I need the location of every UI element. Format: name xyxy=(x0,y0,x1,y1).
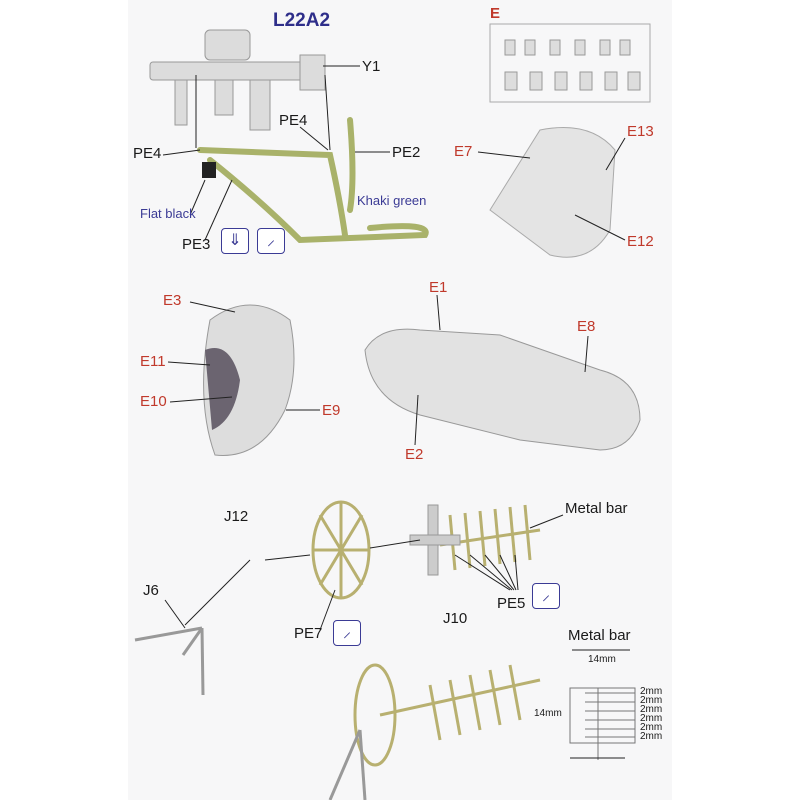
sling-drawing xyxy=(197,117,429,244)
metal-bar-diagram xyxy=(569,649,636,760)
spacing: 2mm xyxy=(640,731,663,742)
label-metal-bar: Metal bar xyxy=(565,500,628,517)
label-e12: E12 xyxy=(627,233,654,250)
label-pe4-left: PE4 xyxy=(133,145,162,162)
label-j6: J6 xyxy=(143,582,159,599)
label-e3: E3 xyxy=(163,292,182,309)
spacing: 2mm xyxy=(640,686,663,697)
label-pe5: PE5 xyxy=(497,595,526,612)
label-j12: J12 xyxy=(224,508,249,525)
dish-antenna xyxy=(311,500,371,600)
label-e8: E8 xyxy=(577,318,596,335)
glue-icon: ⸝ xyxy=(333,620,361,646)
metal-bar-width: 14mm xyxy=(588,654,616,665)
sprue-label: E xyxy=(490,5,501,22)
label-e2: E2 xyxy=(405,446,424,463)
label-e1: E1 xyxy=(429,279,448,296)
label-y1: Y1 xyxy=(362,58,381,75)
label-e9: E9 xyxy=(322,402,341,419)
bend-icon: ⇓ xyxy=(221,228,249,254)
spacing: 2mm xyxy=(640,722,663,733)
glue-icon: ⸝ xyxy=(532,583,560,609)
label-j10: J10 xyxy=(443,610,468,627)
label-e13: E13 xyxy=(627,123,654,140)
label-pe2: PE2 xyxy=(392,144,421,161)
label-pe3: PE3 xyxy=(182,236,211,253)
backpack-drawing xyxy=(489,127,616,258)
sprue-frame xyxy=(489,23,651,103)
metal-bar-title: Metal bar xyxy=(568,627,631,644)
metal-bar-spacings: 2mm 2mm 2mm 2mm 2mm 2mm xyxy=(640,686,663,742)
rifle-drawing xyxy=(149,29,326,131)
label-e10: E10 xyxy=(140,393,167,410)
tripod xyxy=(134,626,205,696)
page-title: L22A2 xyxy=(273,10,331,31)
pouch-drawing xyxy=(364,328,641,451)
assembled-antenna xyxy=(353,663,541,767)
spacing: 2mm xyxy=(640,713,663,724)
label-e11: E11 xyxy=(140,353,166,370)
label-pe4-mid: PE4 xyxy=(279,112,308,129)
label-pe7: PE7 xyxy=(294,625,323,642)
label-flat-black: Flat black xyxy=(140,206,196,221)
label-e7: E7 xyxy=(454,143,473,160)
metal-bar-height: 14mm xyxy=(534,708,562,719)
spacing: 2mm xyxy=(640,695,663,706)
glue-icon: ⸝ xyxy=(257,228,285,254)
spacing: 2mm xyxy=(640,704,663,715)
buckle xyxy=(202,162,216,178)
label-khaki-green: Khaki green xyxy=(357,193,427,208)
